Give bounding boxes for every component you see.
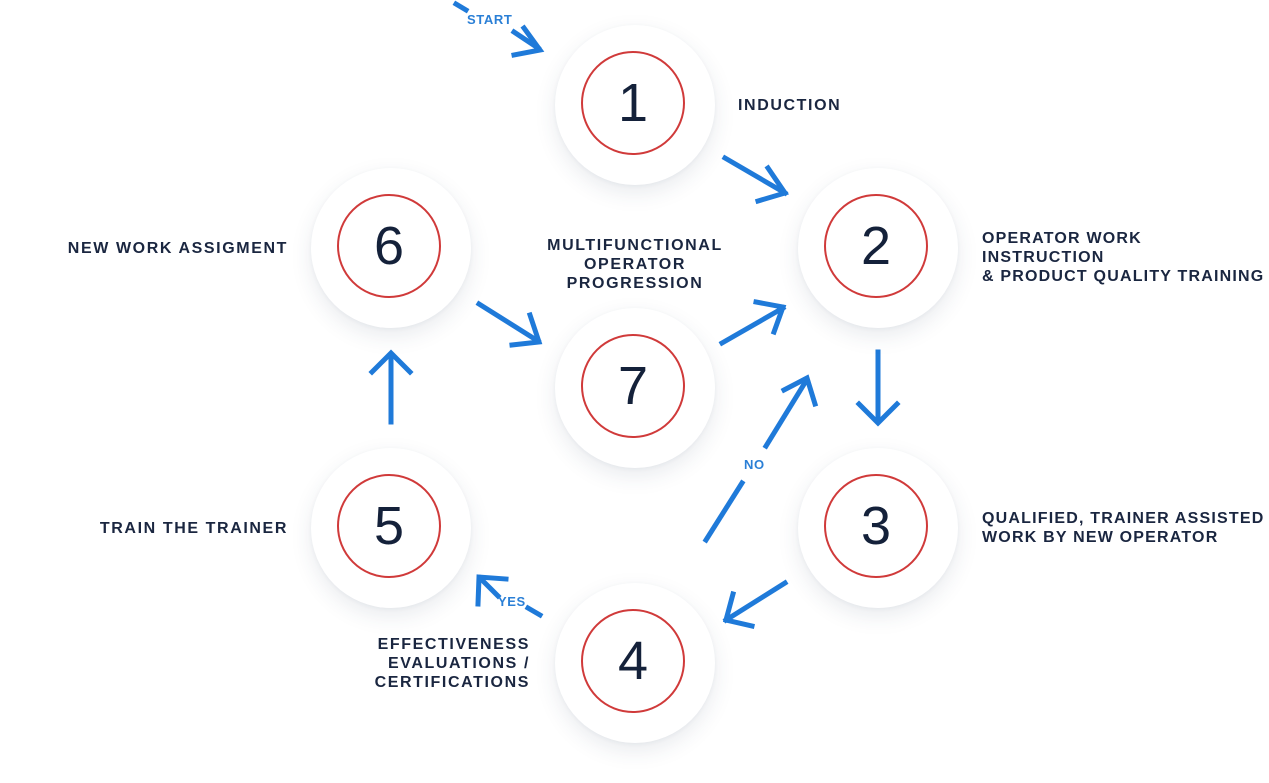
step-5-node: 5 [311, 448, 471, 608]
step-7-ring: 7 [581, 334, 685, 438]
step-5-ring: 5 [337, 474, 441, 578]
step-4-label: EFFECTIVENESS EVALUATIONS / CERTIFICATIO… [374, 636, 530, 691]
step-7-number: 7 [617, 356, 649, 416]
step-4-node: 4 [555, 583, 715, 743]
step-5-label: TRAIN THE TRAINER [99, 520, 288, 537]
arrow-4-to-2-upper [762, 377, 810, 450]
arrow-1-to-2 [721, 154, 789, 197]
step-1-node: 1 [555, 25, 715, 185]
step-2-number: 2 [860, 216, 892, 276]
arrow-6-to-7 [475, 300, 542, 345]
step-1-ring: 1 [581, 51, 685, 155]
step-3-number: 3 [860, 496, 892, 556]
yes-tag: YES [498, 594, 526, 609]
arrow-7-to-2 [718, 304, 787, 347]
step-1-label: INDUCTION [738, 97, 842, 114]
arrow-6-to-7-head [509, 311, 543, 348]
arrow-4-to-5-tail [524, 604, 544, 619]
step-1-number: 1 [617, 73, 649, 133]
step-4-ring: 4 [581, 609, 685, 713]
arrow-3-to-4 [722, 579, 789, 624]
step-3-ring: 3 [824, 474, 928, 578]
arrow-start-tail [452, 0, 470, 14]
arrow-4-to-5-head [475, 574, 509, 607]
step-3-label: QUALIFIED, TRAINER ASSISTED WORK BY NEW … [982, 510, 1265, 546]
start-tag: START [467, 12, 513, 27]
step-2-label: OPERATOR WORK INSTRUCTION & PRODUCT QUAL… [982, 230, 1265, 285]
arrow-3-to-4-head [722, 590, 755, 629]
arrow-4-to-2-lower [702, 479, 746, 544]
arrow-4-to-5 [476, 574, 502, 600]
step-6-ring: 6 [337, 194, 441, 298]
step-2-ring: 2 [824, 194, 928, 298]
arrow-4-to-2-head [780, 374, 819, 408]
arrow-1-to-2-head [754, 164, 789, 205]
step-7-node: 7 [555, 308, 715, 468]
step-6-label: NEW WORK ASSIGMENT [67, 240, 288, 257]
no-tag: NO [744, 457, 765, 472]
step-3-node: 3 [798, 448, 958, 608]
step-2-node: 2 [798, 168, 958, 328]
arrow-start-head [511, 24, 545, 58]
step-7-label: MULTIFUNCTIONAL OPERATOR PROGRESSION [547, 237, 723, 292]
step-6-number: 6 [373, 216, 405, 276]
arrow-2-to-3-head [855, 400, 901, 427]
arrow-5-to-6-head [368, 349, 414, 376]
step-5-number: 5 [373, 496, 405, 556]
step-4-number: 4 [617, 631, 649, 691]
step-6-node: 6 [311, 168, 471, 328]
arrow-7-to-2-head [753, 299, 787, 336]
